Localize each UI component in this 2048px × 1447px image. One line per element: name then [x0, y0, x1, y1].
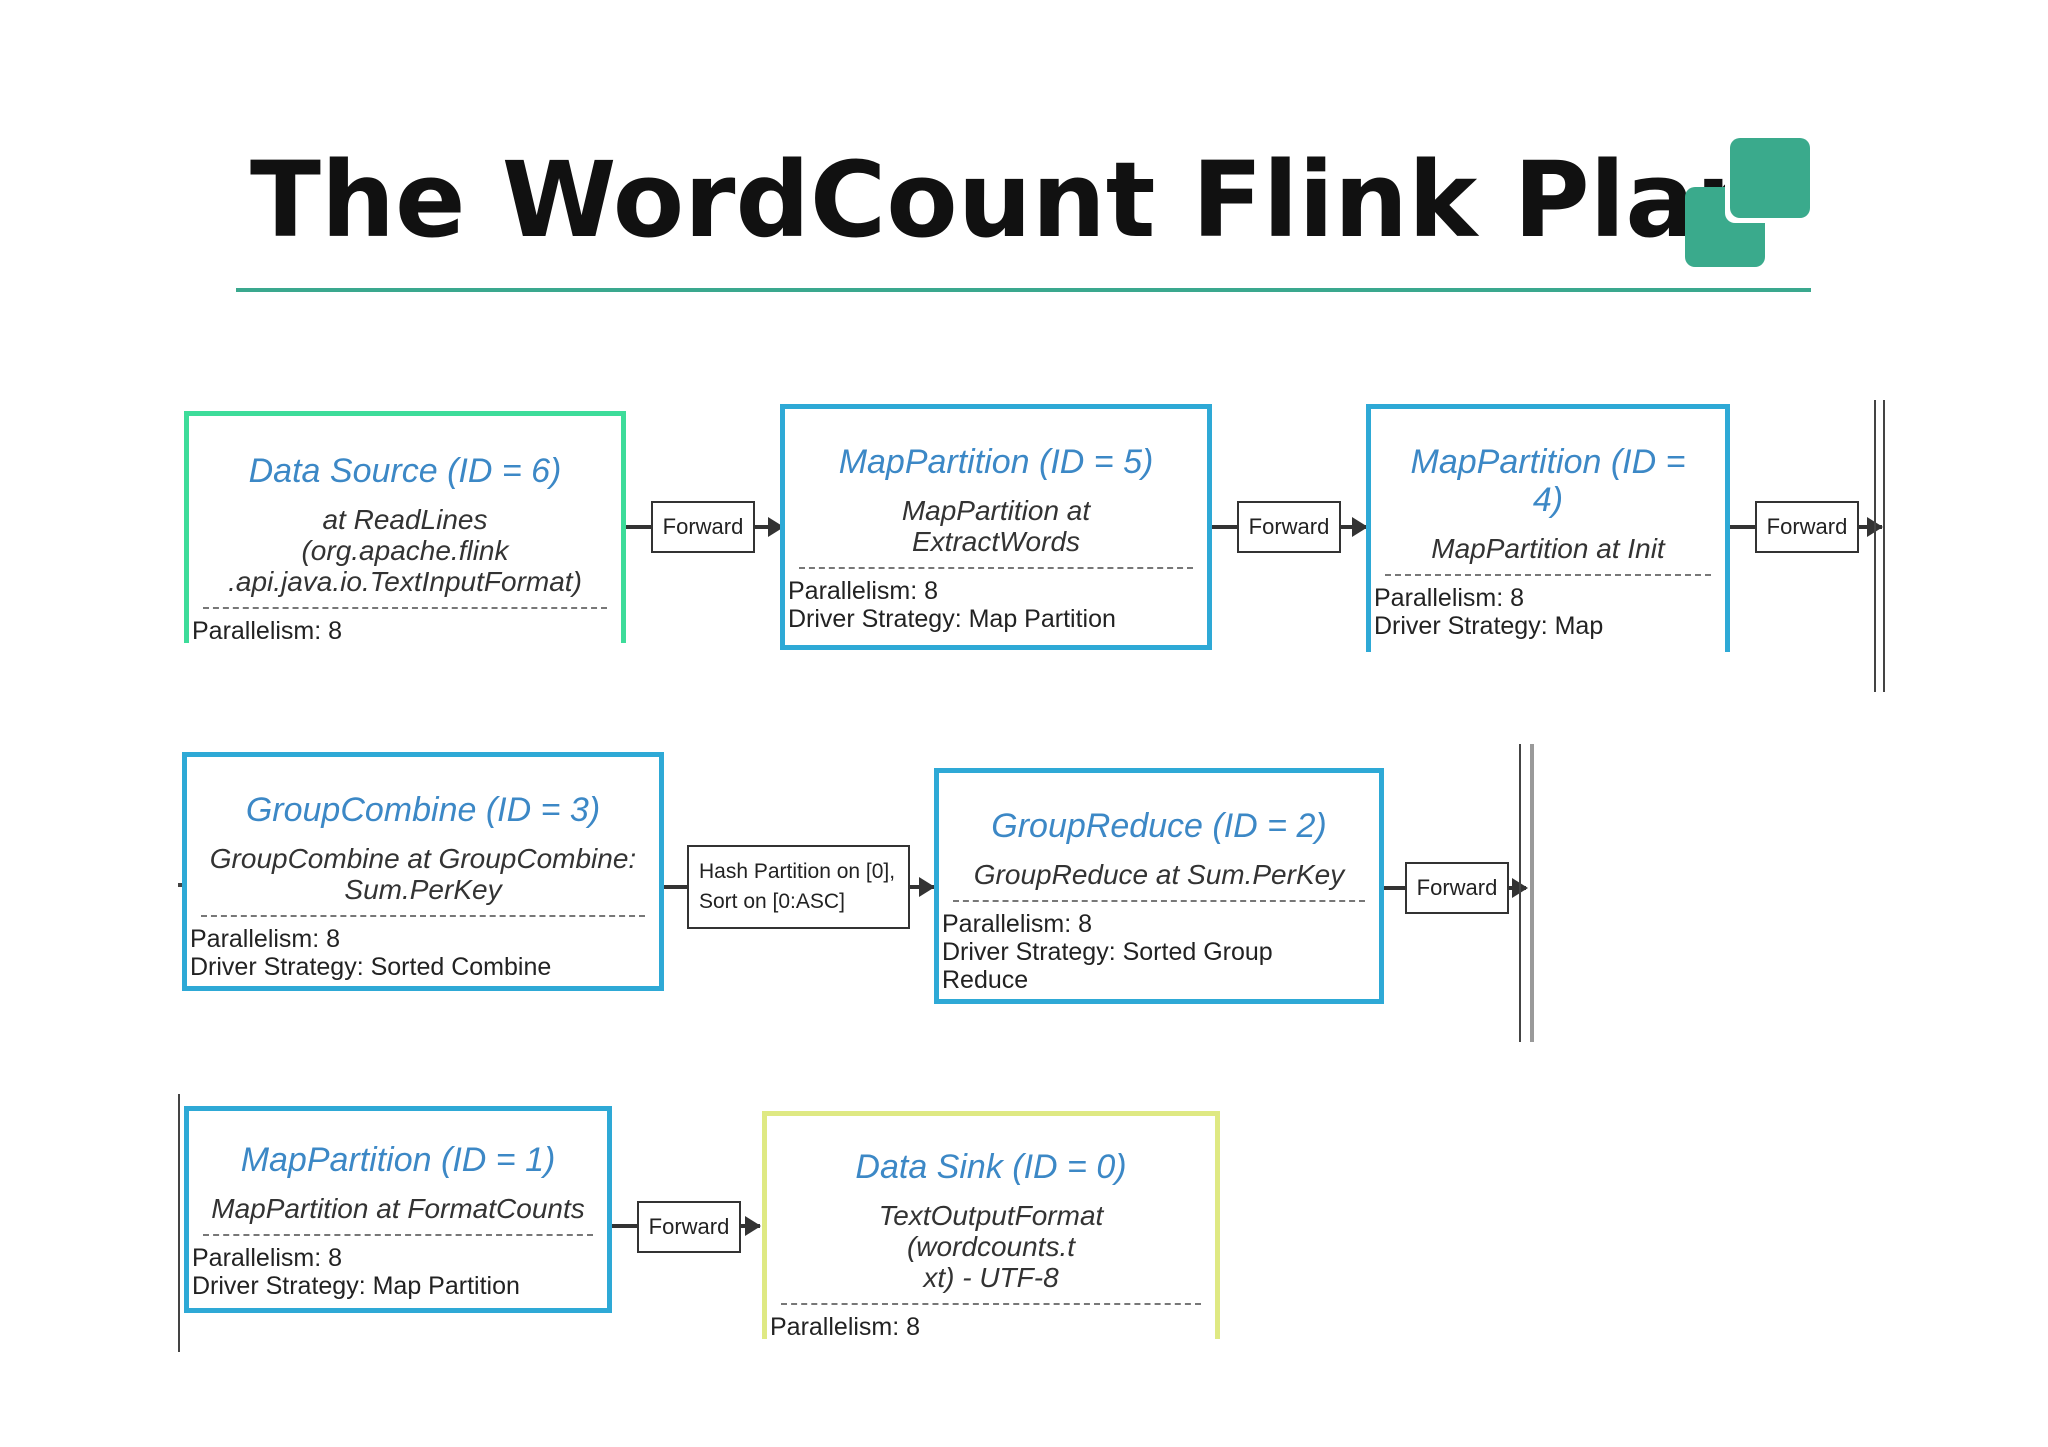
node-content: GroupReduce at Sum.PerKey — [973, 859, 1345, 890]
node-info: Parallelism: 8 Driver Strategy: Map Part… — [788, 577, 1116, 633]
node-info: Parallelism: 8 Driver Strategy: Map Part… — [192, 1244, 520, 1300]
node-separator — [1385, 574, 1711, 576]
edge-arrowhead — [745, 1216, 761, 1236]
node-separator — [201, 915, 645, 917]
node-data-sink[interactable]: Data Sink (ID = 0) TextOutputFormat (wor… — [762, 1111, 1220, 1339]
edge-arrowhead — [919, 877, 935, 897]
logo-square-front — [1730, 138, 1810, 218]
edge-label-forward[interactable]: Forward — [1755, 501, 1859, 553]
node-map-partition-5[interactable]: MapPartition (ID = 5) MapPartition at Ex… — [780, 404, 1212, 650]
edge-label-forward[interactable]: Forward — [1237, 501, 1341, 553]
row-break-line — [1883, 400, 1885, 692]
node-title: GroupCombine (ID = 3) — [245, 791, 601, 829]
node-group-reduce-2[interactable]: GroupReduce (ID = 2) GroupReduce at Sum.… — [934, 768, 1384, 1004]
node-content: MapPartition at Init — [1431, 533, 1665, 564]
title-rule — [236, 288, 1811, 292]
node-info: Parallelism: 8 Driver Strategy: Sorted C… — [190, 925, 552, 981]
node-separator — [203, 607, 607, 609]
node-data-source[interactable]: Data Source (ID = 6) at ReadLines (org.a… — [184, 411, 626, 643]
node-content: MapPartition at FormatCounts — [211, 1193, 585, 1224]
node-separator — [781, 1303, 1201, 1305]
slide-title: The WordCount Flink Plan — [250, 139, 1770, 261]
node-group-combine-3[interactable]: GroupCombine (ID = 3) GroupCombine at Gr… — [182, 752, 664, 991]
edge-label-forward[interactable]: Forward — [651, 501, 755, 553]
edge-label-forward[interactable]: Forward — [637, 1201, 741, 1253]
node-info: Parallelism: 8 — [770, 1313, 921, 1339]
node-separator — [203, 1234, 593, 1236]
edge-label-hash-partition[interactable]: Hash Partition on [0], Sort on [0:ASC] — [687, 845, 910, 929]
node-title: MapPartition (ID = 1) — [240, 1141, 556, 1179]
row-continuation-line — [178, 883, 182, 887]
node-info: Parallelism: 8 Driver Strategy: Map — [1374, 584, 1604, 640]
node-map-partition-4[interactable]: MapPartition (ID = 4) MapPartition at In… — [1366, 404, 1730, 652]
node-info: Parallelism: 8 Driver Strategy: Sorted G… — [942, 910, 1273, 994]
node-separator — [953, 900, 1365, 902]
node-content: at ReadLines (org.apache.flink .api.java… — [228, 504, 582, 597]
node-title: MapPartition (ID = 5) — [838, 443, 1154, 481]
node-title: MapPartition (ID = 4) — [1410, 443, 1686, 519]
row-break-line — [1874, 400, 1876, 692]
node-map-partition-1[interactable]: MapPartition (ID = 1) MapPartition at Fo… — [184, 1106, 612, 1313]
node-title: GroupReduce (ID = 2) — [991, 807, 1327, 845]
node-content: GroupCombine at GroupCombine: Sum.PerKey — [209, 843, 637, 905]
row-break-line — [1519, 744, 1521, 1042]
row-break-line — [1530, 744, 1534, 1042]
edge-arrowhead — [1352, 517, 1368, 537]
node-title: Data Sink (ID = 0) — [855, 1148, 1127, 1186]
edge-label-forward[interactable]: Forward — [1405, 862, 1509, 914]
node-separator — [799, 567, 1193, 569]
node-content: MapPartition at ExtractWords — [901, 495, 1091, 557]
node-info: Parallelism: 8 — [192, 617, 343, 643]
node-title: Data Source (ID = 6) — [248, 452, 562, 490]
row-break-line — [178, 1094, 180, 1352]
node-content: TextOutputFormat (wordcounts.t xt) - UTF… — [878, 1200, 1104, 1293]
